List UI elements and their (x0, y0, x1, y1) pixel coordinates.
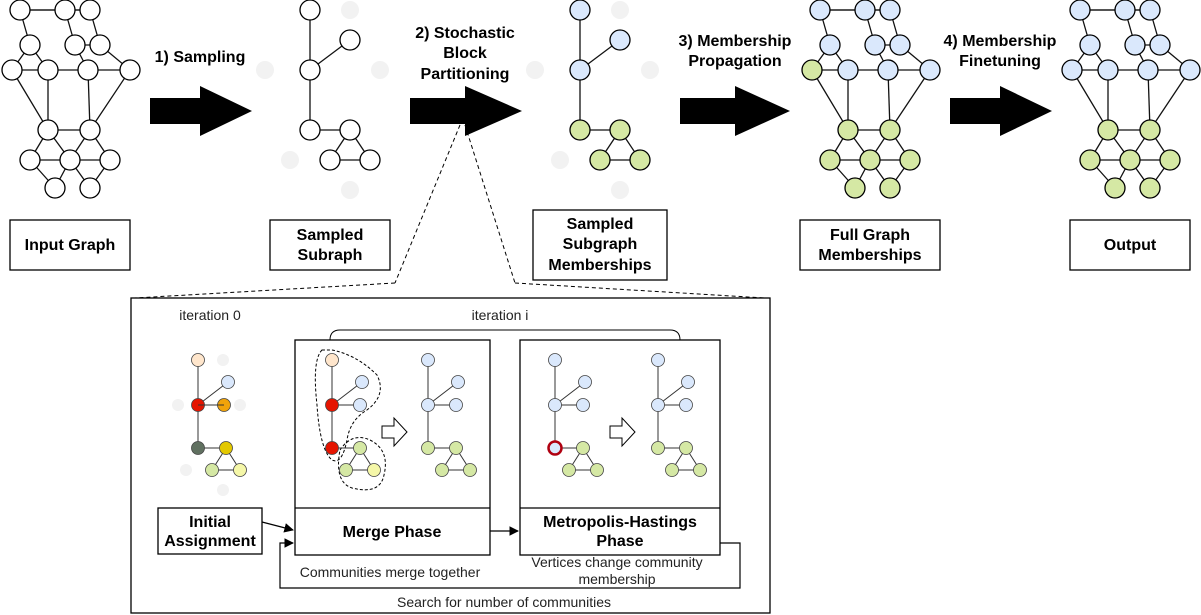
merge-caption: Communities merge together (300, 564, 481, 580)
output-label: Output (1104, 237, 1157, 254)
zoom-line-right-2 (514, 282, 766, 299)
merge-phase-label: Merge Phase (343, 524, 442, 541)
initial-assignment-figure (172, 353, 247, 496)
iteration-i-label: iteration i (472, 307, 529, 323)
merge-lasso-top (314, 349, 381, 462)
step2-label-line1: 2) Stochastic (415, 25, 515, 42)
mh-caption-line1: Vertices change community (531, 554, 702, 570)
input-graph-nodes (1, 0, 141, 199)
sampled-memberships-figure (526, 0, 659, 199)
arrow-step1 (150, 86, 252, 136)
step4-label-line2: Finetuning (959, 53, 1041, 70)
sampled-memberships-box (532, 209, 668, 281)
sampled-memberships-ghost-nodes (526, 1, 659, 199)
arrow-step4 (950, 86, 1052, 136)
merge-arrow-icon (381, 416, 408, 448)
output-figure (1061, 0, 1201, 199)
mh-arrow-icon (609, 416, 636, 448)
output-box (1069, 219, 1191, 271)
full-memberships-box (799, 219, 941, 271)
merge-before-figure (314, 349, 386, 491)
sampled-subgraph-figure (256, 0, 389, 199)
mh-moved-vertex (547, 440, 563, 456)
merge-after-figure (421, 353, 477, 477)
mh-phase-label-line1: Metropolis-Hastings (543, 514, 697, 531)
initial-assignment-label-line2: Assignment (164, 533, 256, 550)
input-graph-box (9, 219, 131, 271)
step3-label-line2: Propagation (688, 53, 781, 70)
step2-label-line2: Block (443, 45, 487, 62)
step3-label-line1: 3) Membership (679, 33, 792, 50)
sampled-subgraph-ghost-nodes (256, 1, 389, 199)
step1-label: 1) Sampling (155, 49, 246, 66)
merge-lasso-bottom (338, 437, 386, 491)
connector-loop-back (279, 538, 741, 589)
full-memberships-label-line2: Memberships (818, 247, 921, 264)
mh-phase-label-line2: Phase (596, 533, 643, 550)
step4-label-line1: 4) Membership (944, 33, 1057, 50)
sampled-subgraph-box (269, 219, 391, 271)
input-graph-figure (1, 0, 141, 199)
initial-assignment-box (157, 507, 263, 555)
step2-label-line3: Partitioning (421, 66, 510, 83)
iteration-0-label: iteration 0 (179, 307, 241, 323)
search-caption: Search for number of communities (397, 594, 611, 610)
full-memberships-label-line1: Full Graph (830, 227, 910, 244)
sampled-memberships-label-line3: Memberships (548, 257, 651, 274)
mh-before-figure (547, 353, 604, 477)
arrow-step3 (680, 86, 790, 136)
sampled-subgraph-label-line2: Subraph (298, 247, 363, 264)
iteration-i-brace (329, 329, 681, 341)
connector-initial-to-merge (261, 521, 294, 533)
zoom-line-left (394, 124, 461, 284)
zoom-line-right (464, 124, 516, 284)
sampled-subgraph-label-line1: Sampled (297, 227, 364, 244)
zoom-line-left-2 (134, 282, 396, 299)
sampled-memberships-label-line1: Sampled (567, 216, 634, 233)
mh-caption-line2: membership (578, 571, 655, 587)
initial-assignment-label-line1: Initial (189, 514, 231, 531)
input-graph-label: Input Graph (25, 237, 116, 254)
sampled-memberships-label-line2: Subgraph (563, 236, 638, 253)
arrow-step2 (410, 86, 522, 136)
full-memberships-figure (801, 0, 941, 199)
mh-after-figure (651, 353, 707, 477)
